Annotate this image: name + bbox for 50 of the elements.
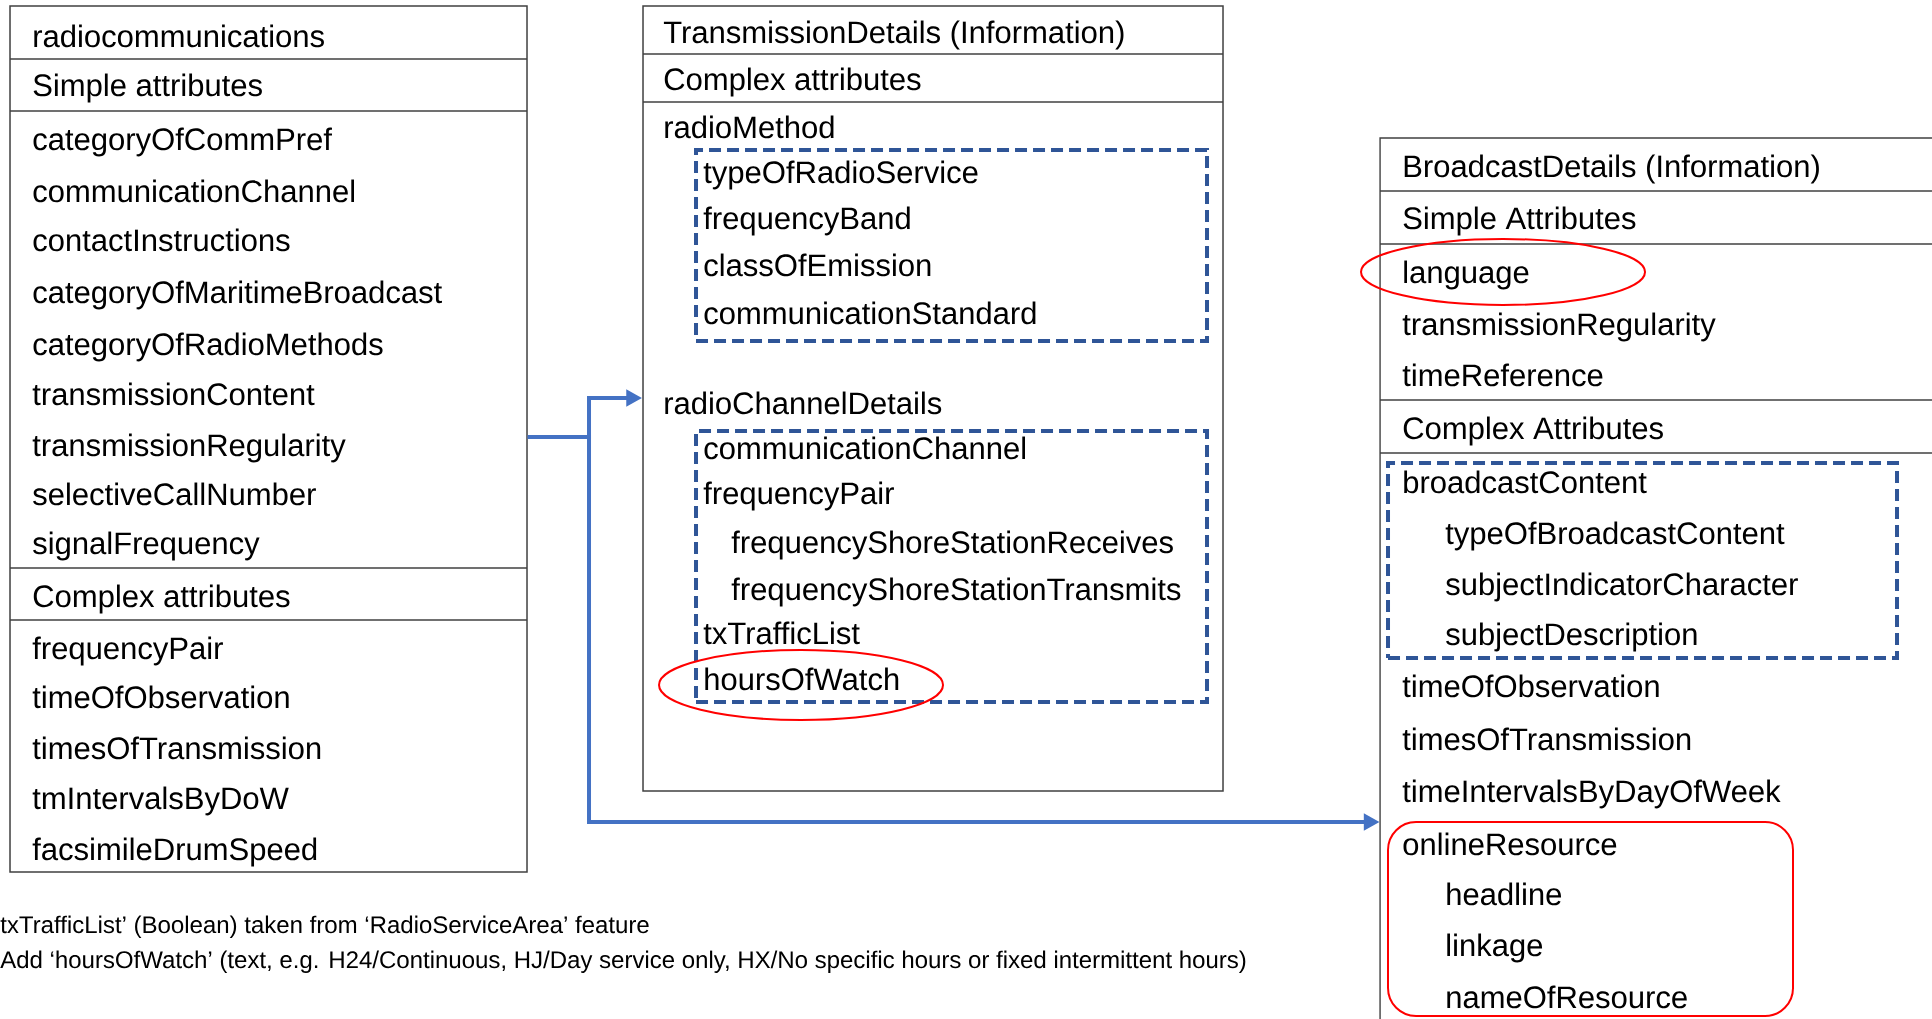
note-text: Add ‘hoursOfWatch’ (text, e.g. H24/Continuous, HJ/Day service only, HX/No specific hours or fixed intermittent hours) xyxy=(0,950,1246,973)
attribute-name: subjectDescription xyxy=(1446,622,1697,652)
attribute-name: typeOfRadioService xyxy=(703,160,978,190)
attribute-name: timeReference xyxy=(1402,363,1603,387)
attribute-name: facsimileDrumSpeed xyxy=(32,837,317,867)
attribute-name: frequencyBand xyxy=(703,206,910,236)
section-header: Complex attributes xyxy=(33,584,290,614)
attribute-name: categoryOfRadioMethods xyxy=(33,332,383,362)
attribute-name: txTrafficList xyxy=(703,621,860,645)
attribute-name: broadcastContent xyxy=(1404,470,1647,494)
attribute-name: categoryOfCommPref xyxy=(33,127,332,157)
attribute-name: contactInstructions xyxy=(33,228,290,252)
attribute-name: hoursOfWatch xyxy=(705,667,899,691)
attribute-name: frequencyShoreStationTransmits xyxy=(731,577,1181,607)
attribute-name: communicationChannel xyxy=(33,179,355,203)
attribute-name: radioMethod xyxy=(665,115,834,139)
attribute-name: timesOfTransmission xyxy=(32,736,321,760)
attribute-name: timeOfObservation xyxy=(1402,674,1659,698)
attribute-name: transmissionContent xyxy=(32,382,315,406)
attribute-name: communicationStandard xyxy=(704,301,1036,325)
attribute-name: frequencyPair xyxy=(703,481,894,511)
attribute-name: transmissionRegularity xyxy=(1402,312,1716,342)
table-title: TransmissionDetails (Information) xyxy=(663,20,1124,50)
attribute-name: frequencyPair xyxy=(32,636,223,666)
attribute-name: subjectIndicatorCharacter xyxy=(1446,572,1798,602)
attribute-name: typeOfBroadcastContent xyxy=(1445,521,1785,551)
attribute-name: headline xyxy=(1447,882,1562,906)
section-header: Complex attributes xyxy=(664,67,921,97)
attribute-name: timesOfTransmission xyxy=(1402,727,1691,751)
section-header: Simple Attributes xyxy=(1403,206,1636,236)
attribute-name: linkage xyxy=(1447,933,1543,963)
attribute-name: classOfEmission xyxy=(704,253,931,277)
attribute-name: selectiveCallNumber xyxy=(33,482,316,506)
section-header: Complex Attributes xyxy=(1403,416,1663,446)
attribute-name: timeOfObservation xyxy=(32,685,289,709)
table-title: BroadcastDetails (Information) xyxy=(1404,154,1819,184)
attribute-name: frequencyShoreStationReceives xyxy=(731,530,1173,560)
attribute-name: language xyxy=(1404,260,1529,290)
attribute-name: nameOfResource xyxy=(1447,985,1687,1009)
table-title: radiocommunications xyxy=(34,24,324,48)
section-header: Simple attributes xyxy=(33,73,262,103)
attribute-name: timeIntervalsByDayOfWeek xyxy=(1402,779,1781,809)
attribute-name: signalFrequency xyxy=(33,531,260,561)
attribute-name: radioChannelDetails xyxy=(665,391,942,415)
attribute-name: onlineResource xyxy=(1403,832,1617,856)
note-text: txTrafficList’ (Boolean) taken from ‘RadioServiceArea’ feature xyxy=(0,915,649,938)
attribute-name: categoryOfMaritimeBroadcast xyxy=(33,280,442,310)
attribute-name: tmIntervalsByDoW xyxy=(32,786,289,816)
attribute-name: communicationChannel xyxy=(704,436,1026,460)
attribute-name: transmissionRegularity xyxy=(32,433,346,463)
